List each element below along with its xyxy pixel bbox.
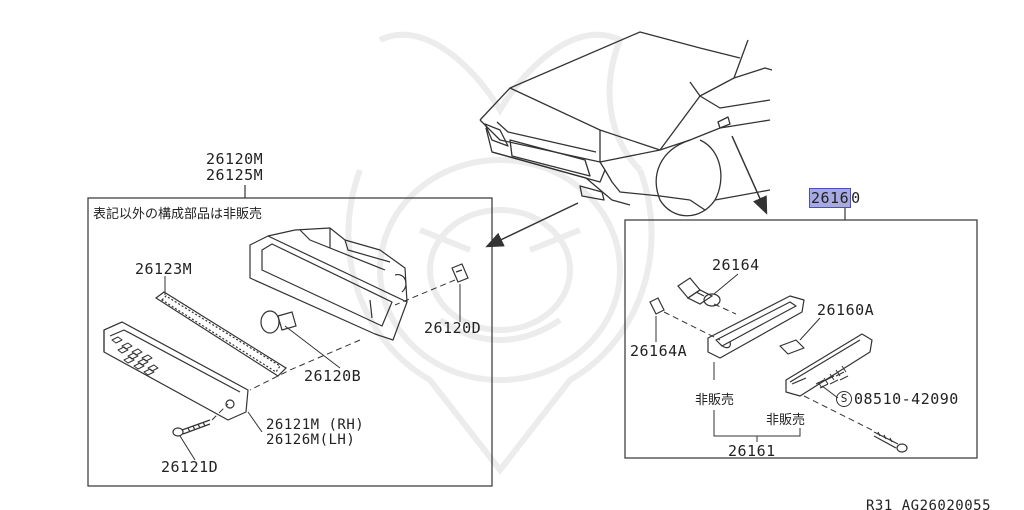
part-label-gasket: 26123M: [135, 260, 193, 278]
left-group-note: 表記以外の構成部品は非販売: [93, 207, 263, 222]
car-illustration: [479, 31, 773, 217]
left-group-box: [87, 197, 493, 487]
arrow-to-left-group: [485, 202, 579, 248]
socket-clip-left: [451, 263, 469, 283]
not-sold-label-2: 非販売: [766, 413, 806, 428]
left-assembly-number-2: 26125M: [206, 166, 264, 184]
turn-lamp-housing-left: [249, 227, 408, 341]
screw-right: [873, 431, 908, 453]
arrow-to-right-group: [731, 135, 768, 215]
bulb-right: [677, 277, 721, 307]
leader-lines-right: [655, 273, 839, 442]
assembly-guides-left: [211, 279, 456, 421]
part-label-socket-clip-left: 26120D: [424, 319, 482, 337]
screw-callout-right: S 08510-42090: [836, 391, 959, 407]
leader-lines-left: [164, 276, 461, 461]
bulb-left: [260, 310, 297, 334]
side-marker-lens-right: [785, 333, 873, 397]
diagram-reference-code: R31 AG26020055: [866, 498, 992, 510]
socket-clip-right: [649, 297, 665, 315]
gasket-left: [154, 291, 287, 377]
screw-s-marker: S: [836, 391, 852, 407]
screw-left: [172, 419, 211, 437]
part-label-screw-left: 26121D: [161, 458, 219, 476]
part-label-housing-clip: 26160A: [817, 301, 875, 319]
part-label-sub-assembly: 26161: [728, 442, 776, 460]
part-label-bulb-left: 26120B: [304, 367, 362, 385]
assembly-guides-right: [663, 303, 873, 431]
part-label-screw-right: 08510-42090: [854, 390, 959, 408]
watermark-emblem: [345, 31, 655, 475]
right-group-box: [624, 219, 978, 459]
highlighted-part-number: 2616: [809, 188, 852, 208]
part-label-lens-lh: 26126M(LH): [266, 432, 356, 448]
part-number-suffix: 0: [851, 189, 861, 207]
lens-left: [103, 321, 249, 421]
not-sold-label-1: 非販売: [695, 393, 735, 408]
part-label-socket-clip-right: 26164A: [630, 342, 688, 360]
part-label-lens-rh: 26121M (RH): [266, 417, 365, 433]
side-marker-housing-right: [707, 295, 805, 359]
part-label-bulb-right: 26164: [712, 256, 760, 274]
left-assembly-number-1: 26120M: [206, 150, 264, 168]
